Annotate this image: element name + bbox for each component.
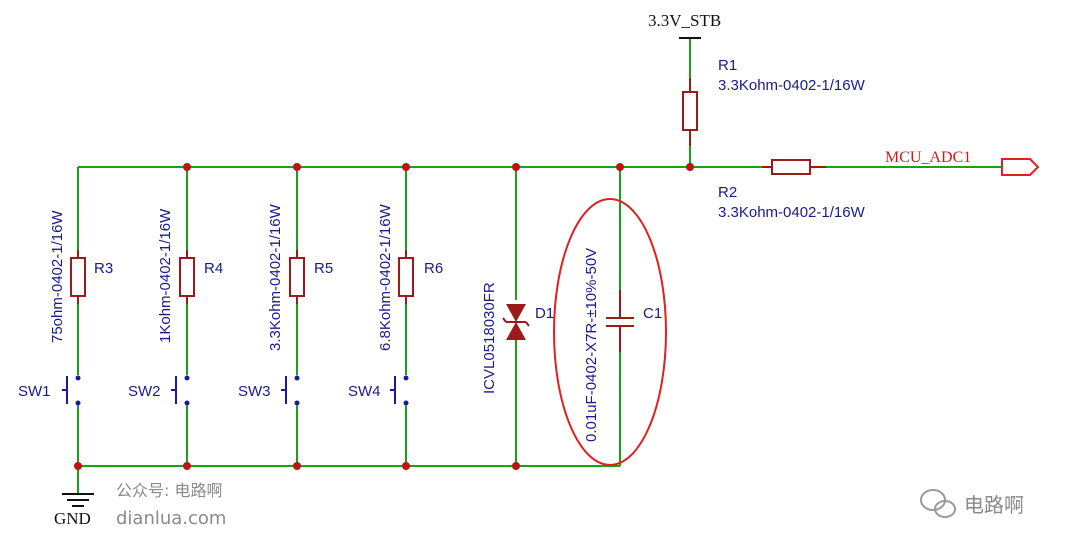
branch-2: R4 1Kohm-0402-1/16W SW2: [128, 167, 223, 466]
junction-dot: [293, 163, 301, 171]
ground-label: GND: [54, 509, 91, 528]
sw1-ref: SW1: [18, 383, 51, 400]
sw3-ref: SW3: [238, 383, 271, 400]
diode-d1: D1 ICVL0518030FR: [481, 167, 554, 466]
watermark-line2: dianlua.com: [116, 508, 226, 529]
logo-text: 电路啊: [964, 493, 1024, 517]
d1-value: ICVL0518030FR: [481, 282, 498, 394]
junctions: [74, 163, 694, 470]
junction-dot: [183, 163, 191, 171]
r4-ref: R4: [204, 260, 223, 277]
r4-value: 1Kohm-0402-1/16W: [157, 208, 174, 343]
branch-4: R6 6.8Kohm-0402-1/16W SW4: [348, 167, 443, 466]
watermark-line1: 公众号: 电路啊: [116, 481, 222, 500]
r5-value: 3.3Kohm-0402-1/16W: [267, 203, 284, 351]
junction-dot: [512, 163, 520, 171]
net-label: MCU_ADC1: [885, 149, 971, 166]
junction-dot: [512, 462, 520, 470]
r6-value: 6.8Kohm-0402-1/16W: [377, 203, 394, 351]
branch-1: R3 75ohm-0402-1/16W SW1: [18, 167, 113, 466]
junction-dot: [183, 462, 191, 470]
r6-ref: R6: [424, 260, 443, 277]
sw4-ref: SW4: [348, 383, 381, 400]
r2-value: 3.3Kohm-0402-1/16W: [718, 204, 866, 221]
highlight-ellipse: [553, 198, 667, 466]
junction-dot: [402, 462, 410, 470]
junction-dot: [402, 163, 410, 171]
power-symbol: 3.3V_STB: [648, 11, 721, 88]
junction-dot: [293, 462, 301, 470]
c1-ref: C1: [643, 305, 662, 322]
r3-value: 75ohm-0402-1/16W: [49, 210, 66, 343]
power-label: 3.3V_STB: [648, 11, 721, 30]
junction-dot: [686, 163, 694, 171]
c1-value: 0.01uF-0402-X7R-±10%-50V: [583, 248, 600, 442]
watermark: 公众号: 电路啊 dianlua.com: [116, 481, 226, 529]
r3-ref: R3: [94, 260, 113, 277]
junction-dot: [616, 163, 624, 171]
r1-ref: R1: [718, 57, 737, 74]
resistor-r1: R1 3.3Kohm-0402-1/16W: [682, 57, 866, 168]
net-port-mcu-adc1: MCU_ADC1: [885, 149, 1040, 176]
wechat-logo: 电路啊: [920, 489, 1024, 518]
r2-ref: R2: [718, 184, 737, 201]
ground-symbol: GND: [54, 466, 94, 528]
resistor-r2: R2 3.3Kohm-0402-1/16W: [718, 159, 1002, 221]
d1-ref: D1: [535, 305, 554, 322]
capacitor-c1: C1 0.01uF-0402-X7R-±10%-50V: [553, 167, 667, 466]
junction-dot: [74, 462, 82, 470]
branch-3: R5 3.3Kohm-0402-1/16W SW3: [238, 167, 333, 466]
sw2-ref: SW2: [128, 383, 161, 400]
wechat-icon: [920, 489, 946, 511]
r1-value: 3.3Kohm-0402-1/16W: [718, 77, 866, 94]
r5-ref: R5: [314, 260, 333, 277]
